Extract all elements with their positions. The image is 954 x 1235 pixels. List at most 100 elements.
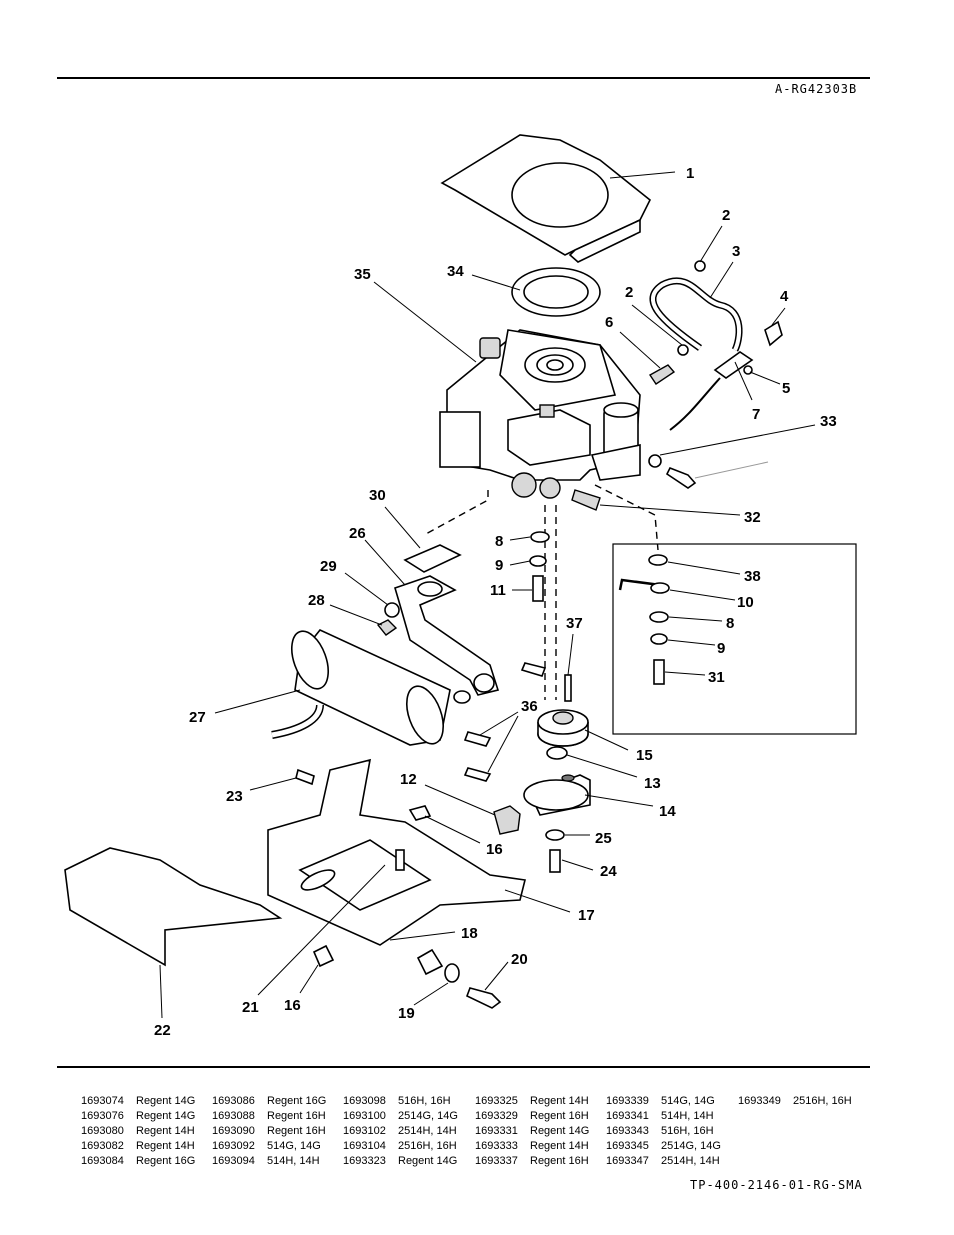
callout-34: 34 <box>447 263 464 280</box>
callout-9: 9 <box>495 557 503 574</box>
callout-1: 1 <box>686 165 694 182</box>
washer-13 <box>546 746 568 760</box>
alignment-line-right <box>594 484 659 551</box>
lock-washer-29 <box>384 602 400 618</box>
callout-16b: 16 <box>284 997 301 1014</box>
callout-28: 28 <box>308 592 325 609</box>
control-cable <box>669 377 721 431</box>
spacer-18 <box>416 948 444 976</box>
callout-23: 23 <box>226 788 243 805</box>
callout-11: 11 <box>490 582 506 599</box>
callout-16: 16 <box>486 841 503 858</box>
callout-31: 31 <box>708 669 725 686</box>
lock-washer-9 <box>529 555 547 567</box>
hex-nut-28 <box>376 619 398 636</box>
exhaust-pipe <box>394 575 500 696</box>
hose-clamp-upper <box>694 260 706 272</box>
callout-20: 20 <box>511 951 528 968</box>
bolt-36-upper <box>520 662 547 677</box>
callout-14: 14 <box>659 803 676 820</box>
document-code: TP-400-2146-01-RG-SMA <box>690 1178 863 1192</box>
callout-12: 12 <box>400 771 417 788</box>
inset-bolt-31 <box>653 659 665 685</box>
clip-16-lower <box>312 944 335 968</box>
callout-26: 26 <box>349 525 366 542</box>
callout-22: 22 <box>154 1022 171 1039</box>
bolt-24 <box>549 849 561 873</box>
star-washer <box>648 454 662 468</box>
callout-21: 21 <box>242 999 259 1016</box>
callout-37: 37 <box>566 615 583 632</box>
bottom-rule <box>57 1066 870 1068</box>
bolt-36-lower <box>463 731 492 747</box>
callout-10: 10 <box>737 594 754 611</box>
throttle-lever <box>764 320 783 347</box>
pto-clutch <box>523 774 591 816</box>
callout-17: 17 <box>578 907 595 924</box>
callout-36: 36 <box>521 698 538 715</box>
screw-23 <box>295 768 315 786</box>
alignment-line-exhaust <box>423 490 489 536</box>
hose-clamp-lower <box>677 344 689 356</box>
washer-19 <box>444 963 460 983</box>
callout-24: 24 <box>600 863 617 880</box>
callout-2: 2 <box>722 207 730 224</box>
inset-washer-8 <box>649 611 669 623</box>
engine-shroud-cover <box>440 134 652 263</box>
callout-15: 15 <box>636 747 653 764</box>
exploded-parts-diagram: 1 2 3 2 4 6 5 7 33 35 34 30 26 29 28 8 9… <box>64 134 857 1039</box>
pin-37 <box>564 674 572 702</box>
callout-3: 3 <box>732 243 740 260</box>
control-bracket <box>713 351 754 379</box>
callout-30: 30 <box>369 487 386 504</box>
inset-spacer-10 <box>618 578 669 591</box>
callout-35: 35 <box>354 266 371 283</box>
callout-9b: 9 <box>717 640 725 657</box>
bolt-20 <box>465 987 502 1009</box>
discharge-deflector <box>64 847 283 967</box>
dipstick-tube-inner <box>650 278 742 351</box>
callout-2b: 2 <box>625 284 633 301</box>
callout-13: 13 <box>644 775 661 792</box>
engine-mount-bracket <box>267 758 526 946</box>
callout-5: 5 <box>782 380 790 397</box>
callout-38: 38 <box>744 568 761 585</box>
callout-27: 27 <box>189 709 206 726</box>
ground-bolt <box>665 466 697 489</box>
callout-8: 8 <box>495 533 503 550</box>
callout-6: 6 <box>605 314 613 331</box>
engine-pulley <box>537 709 589 747</box>
pulse-fitting <box>571 489 601 511</box>
callout-19: 19 <box>398 1005 415 1022</box>
callout-7: 7 <box>752 406 760 423</box>
bolt-36-bottom <box>463 767 492 782</box>
inset-lock-washer-9 <box>650 633 668 645</box>
